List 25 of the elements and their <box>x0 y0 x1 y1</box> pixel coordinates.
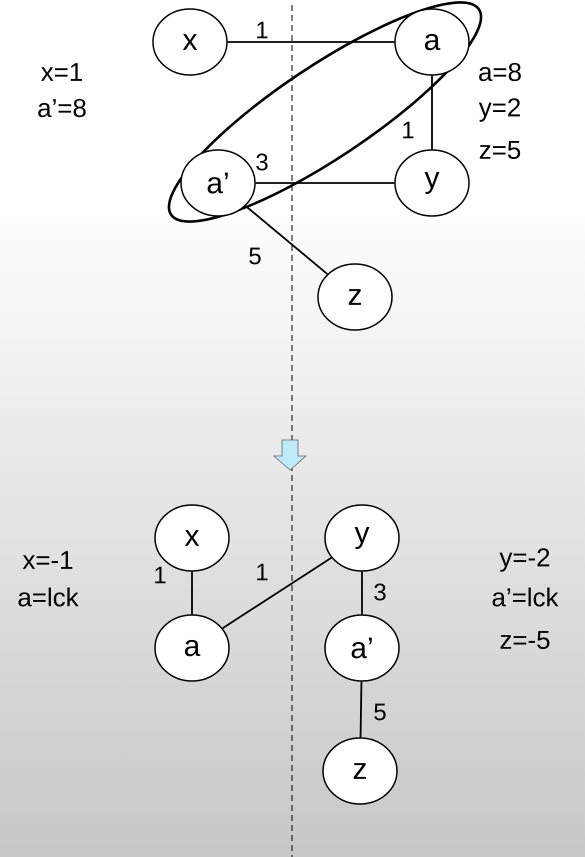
edge-line <box>191 572 193 614</box>
value-label: z=-5 <box>500 630 550 650</box>
value-label: a’=lck <box>492 588 558 606</box>
edge-line <box>222 557 332 629</box>
edge-line <box>245 205 328 275</box>
value-label: x=-1 <box>22 551 72 569</box>
edge-label: 5 <box>374 704 386 720</box>
edge-line <box>256 182 394 184</box>
edge-line <box>360 682 362 738</box>
edge-label: 1 <box>403 122 414 138</box>
edge-label: 3 <box>374 584 386 600</box>
value-label: a=lck <box>18 588 79 606</box>
value-label: a’=8 <box>38 98 86 118</box>
value-label: a=8 <box>479 62 521 82</box>
value-label: y=2 <box>478 98 520 122</box>
value-label: x=1 <box>41 63 82 81</box>
edge-label: 1 <box>257 22 268 38</box>
edge-label: 5 <box>249 248 261 264</box>
edge-line <box>361 572 363 614</box>
value-label: y=-2 <box>500 548 550 572</box>
edge-label: 3 <box>256 154 268 170</box>
edge-line <box>228 41 394 43</box>
value-label: z=5 <box>480 140 520 160</box>
edge-line <box>431 76 433 150</box>
edge-label: 1 <box>257 564 268 580</box>
